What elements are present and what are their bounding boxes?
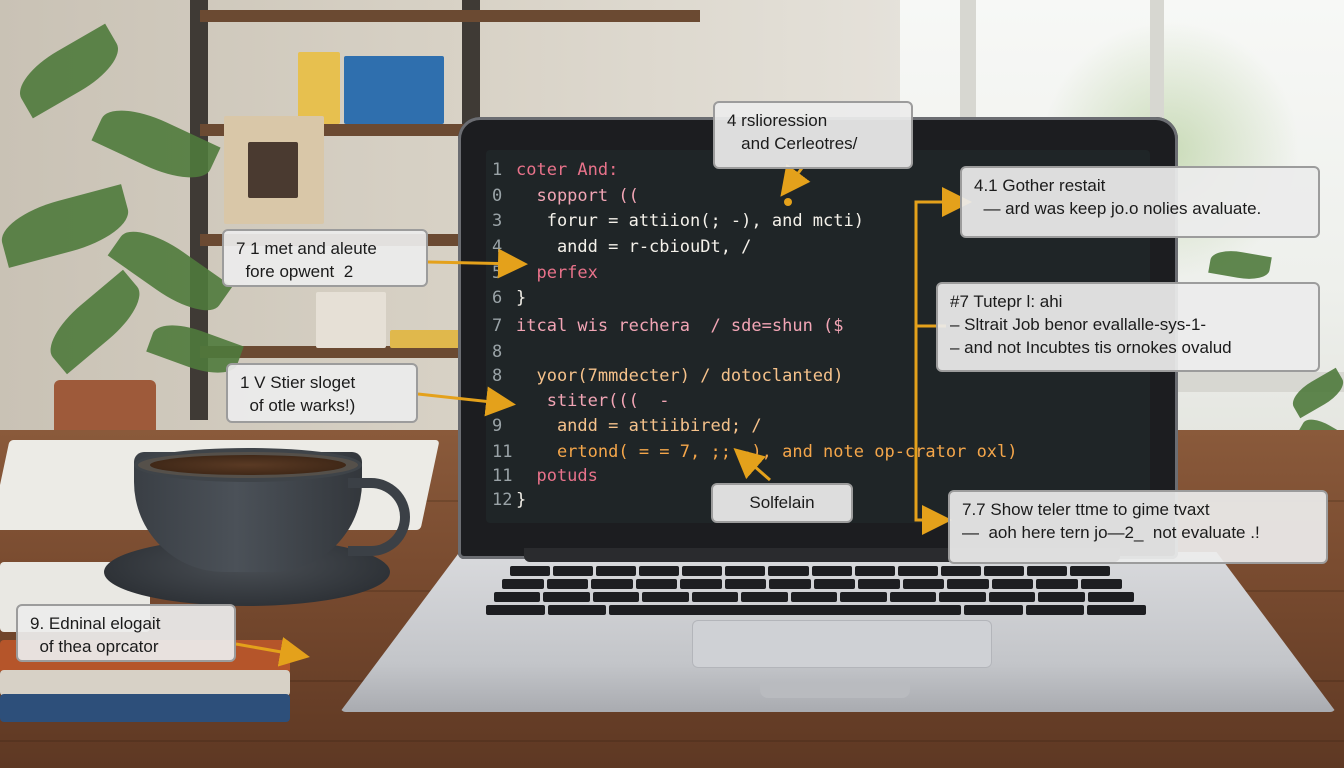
code-text: forur = attiion(; -), and mcti)	[516, 211, 864, 231]
shelf-board	[200, 10, 700, 22]
shelf-box	[316, 292, 386, 348]
trackpad	[692, 620, 992, 668]
shelf-post	[190, 0, 208, 420]
shelf-board	[200, 346, 470, 358]
coffee	[150, 455, 346, 475]
annotation-left-2: 1 V Stier sloget of otle warks!)	[226, 363, 418, 423]
code-text: yoor(7mmdecter) / dotoclanted)	[516, 366, 844, 386]
shelf-books	[344, 56, 444, 124]
annotation-bottom: Solfelain	[711, 483, 853, 523]
code-text: andd = r-cbiouDt, /	[516, 237, 752, 257]
code-text: andd = attiibired; /	[516, 416, 762, 436]
book-stack	[0, 670, 290, 696]
annotation-left-1: 7 1 met and aleute fore opwent 2	[222, 229, 428, 287]
window-sill	[1170, 372, 1344, 392]
wood-grain	[0, 740, 1344, 742]
shelf-box	[390, 330, 460, 348]
shelf-frame	[248, 142, 298, 198]
code-text: itcal wis rechera / sde=shun ($	[516, 316, 844, 336]
code-text: sopport ((	[516, 186, 650, 206]
annotation-right-3: 7.7 Show teler ttme to gime tvaxt— aoh h…	[948, 490, 1328, 564]
annotation-right-2: #7 Tutepr l: ahi– Sltrait Job benor eval…	[936, 282, 1320, 372]
code-text: stiter((( -	[516, 391, 670, 411]
code-text: perfex	[516, 263, 598, 283]
code-text: ertond( = = 7, ;; -), and note op-crator…	[516, 442, 1018, 462]
book-stack	[0, 694, 290, 722]
annotation-right-1: 4.1 Gother restait — ard was keep jo.o n…	[960, 166, 1320, 238]
laptop-notch	[760, 682, 910, 698]
annotation-top: 4 rslioression and Cerleotres/	[713, 101, 913, 169]
shelf-books	[298, 52, 340, 124]
code-text: potuds	[516, 466, 598, 486]
laptop-keyboard	[470, 560, 1170, 616]
code-text: coter And:	[516, 160, 619, 180]
code-text: }	[516, 490, 527, 510]
annotation-left-3: 9. Edninal elogait of thea oprcator	[16, 604, 236, 662]
code-text: }	[516, 288, 527, 308]
cup-handle	[348, 478, 410, 556]
